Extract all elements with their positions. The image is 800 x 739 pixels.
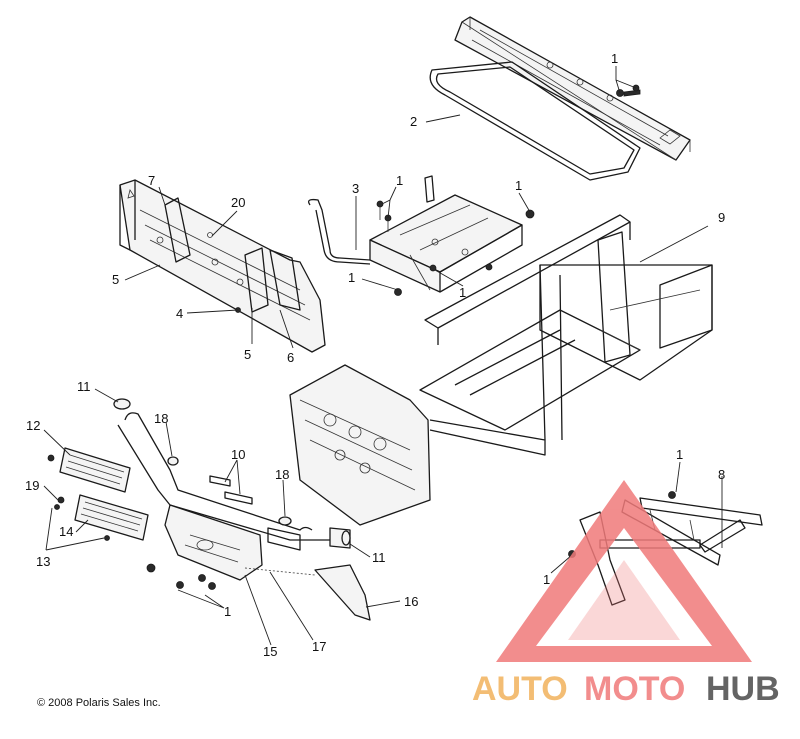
callout-1-bottom: 1 [224, 604, 231, 619]
cargo-bed-frame [429, 16, 691, 181]
callout-15: 15 [263, 644, 277, 659]
callout-10: 10 [231, 447, 245, 462]
lower-grille [74, 494, 149, 541]
callout-labels: 1 2 7 20 3 1 1 9 5 1 1 4 5 6 11 12 18 10… [25, 51, 725, 659]
callout-7: 7 [148, 173, 155, 188]
callout-1-mid-d: 1 [459, 285, 466, 300]
main-chassis-frame [289, 214, 713, 526]
callout-5-left: 5 [112, 272, 119, 287]
copyright-notice: © 2008 Polaris Sales Inc. [37, 697, 161, 709]
callout-1-right-top: 1 [676, 447, 683, 462]
callout-5-bottom: 5 [244, 347, 251, 362]
callout-19: 19 [25, 478, 39, 493]
leader-lines [43, 66, 723, 646]
callout-18-left: 18 [154, 411, 168, 426]
callout-12: 12 [26, 418, 40, 433]
callout-13: 13 [36, 554, 50, 569]
watermark-moto: MOTO [584, 670, 685, 708]
callout-1-mid-a: 1 [396, 173, 403, 188]
callout-16: 16 [404, 594, 418, 609]
callout-4: 4 [176, 306, 183, 321]
callout-1-mid-b: 1 [515, 178, 522, 193]
callout-14: 14 [59, 524, 73, 539]
upper-grille [59, 447, 131, 493]
callout-9: 9 [718, 210, 725, 225]
callout-1-top: 1 [611, 51, 618, 66]
watermark-triangle-icon [496, 480, 752, 662]
callout-2: 2 [410, 114, 417, 129]
callout-8: 8 [718, 467, 725, 482]
callout-11-top: 11 [77, 379, 91, 394]
automotohub-watermark: AUTO MOTO HUB [472, 480, 780, 708]
callout-17: 17 [312, 639, 326, 654]
callout-11-bottom: 11 [372, 550, 386, 565]
callout-18-right: 18 [275, 467, 289, 482]
watermark-auto: AUTO [472, 670, 568, 708]
seat-base-bracket [307, 175, 523, 293]
watermark-hub: HUB [706, 670, 780, 708]
callout-1-mid-c: 1 [348, 270, 355, 285]
callout-1-right-bottom: 1 [543, 572, 550, 587]
rear-frame-section [119, 179, 326, 353]
callout-6: 6 [287, 350, 294, 365]
callout-20: 20 [231, 195, 245, 210]
fasteners [47, 84, 676, 590]
callout-3: 3 [352, 181, 359, 196]
skid-plate [244, 564, 371, 621]
